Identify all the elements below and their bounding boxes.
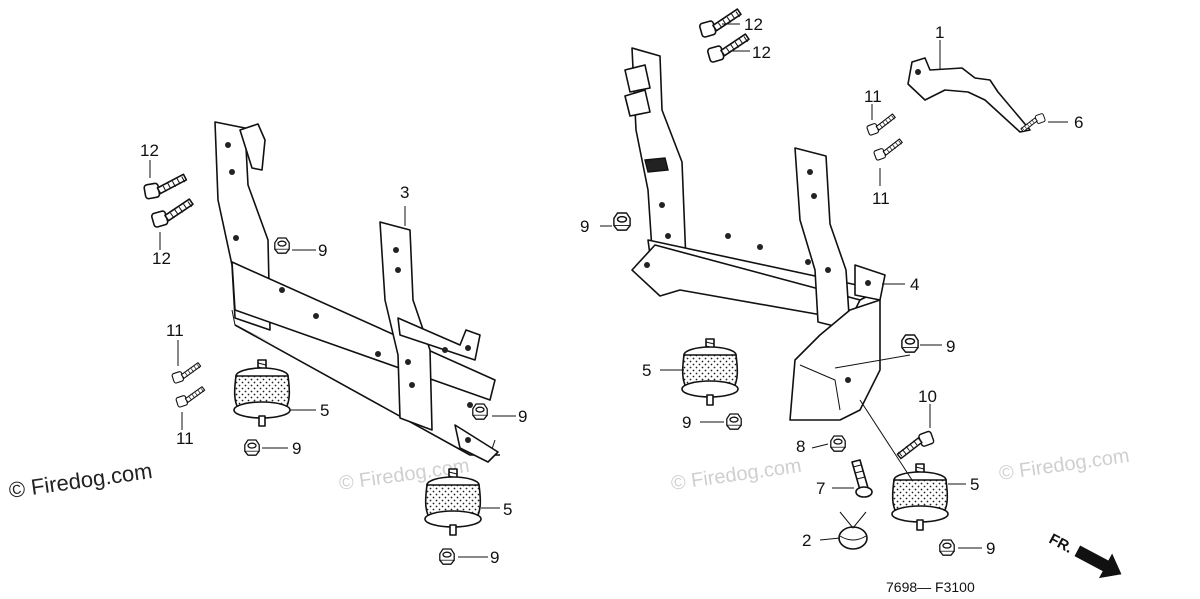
callout-9-left-2: 9	[518, 407, 527, 426]
watermark-faint-3: © Firedog.com	[998, 445, 1131, 485]
bolt-12-b	[149, 197, 198, 229]
callout-12-left-top: 12	[140, 141, 159, 160]
callout-12-left-bottom: 12	[152, 249, 171, 268]
callout-11-left-bottom: 11	[176, 429, 194, 448]
callout-1: 1	[935, 23, 944, 42]
stud-7	[851, 459, 873, 498]
cap-2	[838, 526, 868, 550]
nut-9-b	[472, 403, 488, 420]
rubber-mount-5-c	[681, 338, 739, 406]
callout-5-right-2: 5	[970, 475, 979, 494]
bracket-1	[907, 57, 1031, 133]
front-arrow: FR.	[1046, 531, 1122, 579]
bolt-11-a	[170, 361, 204, 385]
callout-12-right-bottom: 12	[752, 43, 771, 62]
nut-9-e	[613, 212, 631, 231]
callout-9-right-3: 9	[682, 413, 691, 432]
bolt-11-d	[871, 137, 906, 162]
bolt-11-c	[864, 112, 899, 137]
diagram-code: 7698— F3100	[886, 579, 975, 595]
rubber-mount-5-d	[891, 463, 949, 531]
callout-6: 6	[1074, 113, 1083, 132]
right-frame	[624, 47, 886, 421]
watermark-faint-2: © Firedog.com	[670, 455, 803, 495]
callout-5-left-1: 5	[320, 401, 329, 420]
front-arrow-label: FR.	[1046, 531, 1075, 557]
callout-10: 10	[918, 387, 937, 406]
callout-9-left-1: 9	[318, 241, 327, 260]
arrow-right-icon	[1074, 545, 1122, 579]
nut-9-d	[439, 548, 455, 565]
bolt-10	[892, 430, 937, 460]
bolt-12-d	[705, 32, 754, 64]
callout-9-left-3: 9	[292, 439, 301, 458]
watermark-main: © Firedog.com	[7, 458, 154, 503]
left-frame	[214, 121, 500, 463]
callout-9-right-1: 9	[580, 217, 589, 236]
washer-8	[830, 435, 846, 452]
bolt-12-c	[697, 7, 746, 39]
callout-5-right-1: 5	[642, 361, 651, 380]
nut-9-f	[901, 334, 919, 353]
callout-5-left-2: 5	[503, 500, 512, 519]
callout-12-right-top: 12	[744, 15, 763, 34]
callout-11-right-top: 11	[864, 87, 882, 106]
callout-4: 4	[910, 275, 919, 294]
callout-9-right-2: 9	[946, 337, 955, 356]
nut-9-a	[274, 237, 290, 254]
callout-9-right-4: 9	[986, 539, 995, 558]
bolt-11-b	[174, 385, 208, 409]
callout-7: 7	[816, 479, 825, 498]
callout-3: 3	[400, 183, 409, 202]
callout-9-left-4: 9	[490, 548, 499, 567]
nut-9-h	[939, 539, 955, 556]
callout-11-left-top: 11	[166, 321, 184, 340]
callout-11-right-bottom: 11	[872, 189, 890, 208]
nut-9-c	[244, 439, 260, 456]
rubber-mount-5-b	[424, 468, 482, 536]
nut-9-g	[726, 413, 742, 430]
rubber-mount-5-a	[233, 359, 291, 427]
callout-2: 2	[802, 531, 811, 550]
callout-8: 8	[796, 437, 805, 456]
